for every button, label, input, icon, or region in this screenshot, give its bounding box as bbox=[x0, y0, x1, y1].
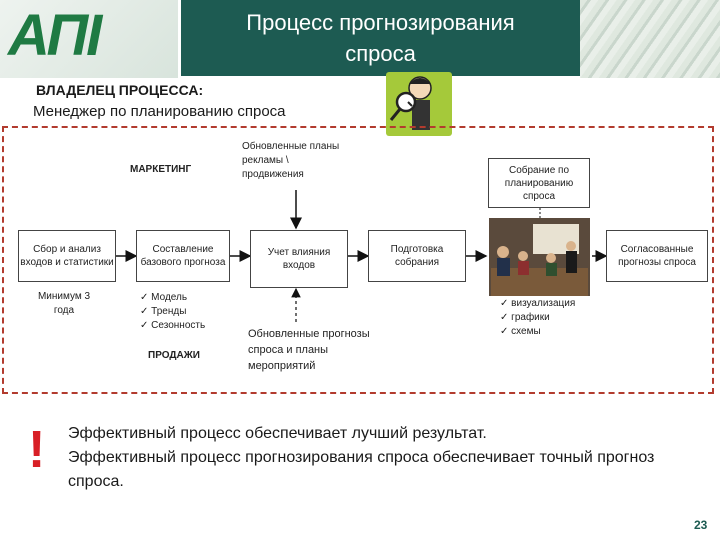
magnifier-man-icon bbox=[386, 72, 452, 136]
owner-label: ВЛАДЕЛЕЦ ПРОЦЕССА: bbox=[36, 82, 204, 98]
exclamation-icon: ! bbox=[28, 421, 46, 479]
page-number: 23 bbox=[694, 518, 708, 532]
minimum-years-note: Минимум 3 года bbox=[37, 291, 91, 316]
base-forecast-checklist: Модель Тренды Сезонность bbox=[140, 291, 205, 333]
influence-box: Учет влияния входов bbox=[250, 230, 348, 288]
title-banner: Процесс прогнозирования спроса bbox=[181, 0, 580, 76]
base-forecast-box: Составление базового прогноза bbox=[136, 230, 230, 282]
check-item: схемы bbox=[500, 325, 575, 339]
check-item: визуализация bbox=[500, 297, 575, 311]
process-frame bbox=[2, 126, 714, 394]
logo-area bbox=[0, 0, 178, 78]
meeting-photo bbox=[489, 218, 590, 296]
company-logo: АПI bbox=[8, 3, 102, 68]
owner-name: Менеджер по планированию спроса bbox=[33, 103, 286, 120]
check-item: графики bbox=[500, 311, 575, 325]
check-item: Модель bbox=[140, 291, 205, 305]
meeting-prep-box: Подготовка собрания bbox=[368, 230, 466, 282]
check-item: Сезонность bbox=[140, 319, 205, 333]
check-item: Тренды bbox=[140, 305, 205, 319]
updated-ad-plans-note: Обновленные планы рекламы \ продвижения bbox=[242, 141, 340, 180]
conclusion-line-1: Эффективный процесс обеспечивает лучший … bbox=[68, 425, 487, 442]
sales-label: ПРОДАЖИ bbox=[148, 350, 200, 361]
page-title: Процесс прогнозирования спроса bbox=[246, 10, 515, 66]
conclusion-line-2: Эффективный процесс прогнозирования спро… bbox=[68, 449, 655, 490]
decorative-banknote-image bbox=[580, 0, 720, 78]
collect-analysis-box: Сбор и анализ входов и статистики bbox=[18, 230, 116, 282]
marketing-label: МАРКЕТИНГ bbox=[130, 164, 192, 175]
planning-meeting-box: Собрание по планированию спроса bbox=[488, 158, 590, 208]
conclusion-text: Эффективный процесс обеспечивает лучший … bbox=[68, 422, 668, 494]
updated-forecasts-note: Обновленные прогнозы спроса и планы меро… bbox=[248, 328, 370, 372]
meeting-checklist: визуализация графики схемы bbox=[500, 297, 575, 339]
agreed-forecasts-box: Согласованные прогнозы спроса bbox=[606, 230, 708, 282]
